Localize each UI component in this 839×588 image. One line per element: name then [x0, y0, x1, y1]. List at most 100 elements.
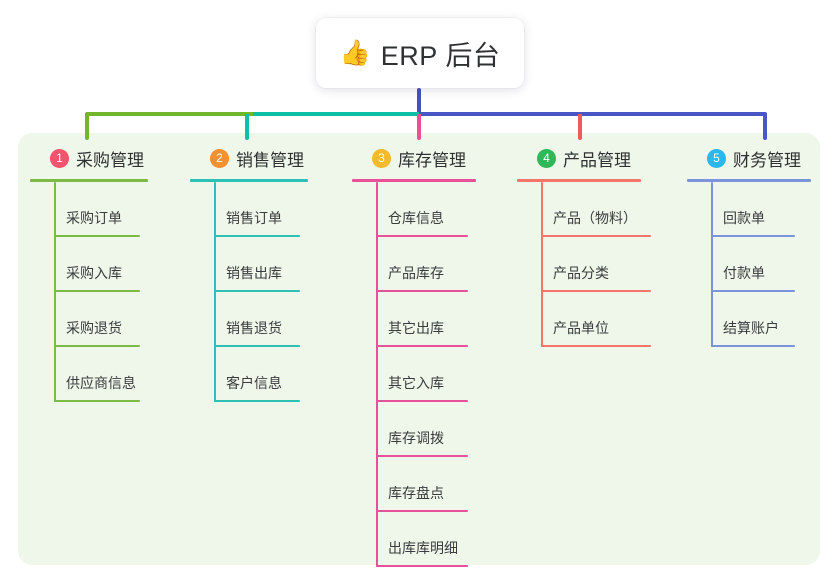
branch-item-underline — [54, 400, 140, 402]
branch-items-4: 产品（物料） 产品分类产品单位 — [517, 182, 687, 347]
branch-column-5: 5 财务管理回款单付款单结算账户 — [687, 145, 839, 347]
branch-item[interactable]: 库存盘点 — [352, 457, 517, 512]
branch-header-1[interactable]: 1 采购管理 — [30, 145, 190, 171]
branch-item-label: 销售退货 — [226, 320, 282, 336]
branch-items-1: 采购订单采购入库采购退货供应商信息 — [30, 182, 190, 402]
drop-line-branch-3 — [417, 114, 421, 140]
branch-item-label: 其它出库 — [388, 320, 444, 336]
branch-column-2: 2 销售管理销售订单销售出库销售退货客户信息 — [190, 145, 350, 402]
branch-item-label: 仓库信息 — [388, 210, 444, 226]
branch-title-1: 采购管理 — [76, 150, 144, 170]
branch-item[interactable]: 销售订单 — [190, 182, 350, 237]
branch-item[interactable]: 回款单 — [687, 182, 839, 237]
branch-item[interactable]: 仓库信息 — [352, 182, 517, 237]
root-stem — [417, 88, 421, 114]
branch-item-label: 结算账户 — [723, 320, 779, 336]
branch-spine-1 — [54, 182, 56, 402]
branch-item[interactable]: 采购订单 — [30, 182, 190, 237]
branch-title-5: 财务管理 — [733, 150, 801, 170]
branch-header-5[interactable]: 5 财务管理 — [687, 145, 839, 171]
branch-item[interactable]: 销售退货 — [190, 292, 350, 347]
branch-item-underline — [376, 565, 468, 567]
branch-header-4[interactable]: 4 产品管理 — [517, 145, 687, 171]
branch-item[interactable]: 产品分类 — [517, 237, 687, 292]
branch-item-underline — [711, 235, 795, 237]
drop-line-branch-4 — [578, 114, 582, 140]
branch-column-4: 4 产品管理产品（物料） 产品分类产品单位 — [517, 145, 687, 347]
branch-item[interactable]: 出库库明细 — [352, 512, 517, 567]
branch-underline-5 — [687, 179, 811, 182]
branch-item[interactable]: 结算账户 — [687, 292, 839, 347]
branch-item[interactable]: 库存调拨 — [352, 402, 517, 457]
branch-item-underline — [54, 235, 140, 237]
branch-item-label: 产品单位 — [553, 320, 609, 336]
branch-item-underline — [54, 290, 140, 292]
branch-item-label: 产品分类 — [553, 265, 609, 281]
thumbs-up-icon: 👍 — [339, 38, 371, 67]
branch-item[interactable]: 付款单 — [687, 237, 839, 292]
branch-badge-2: 2 — [210, 148, 229, 168]
branch-item-underline — [376, 290, 468, 292]
branch-items-2: 销售订单销售出库销售退货客户信息 — [190, 182, 350, 402]
branch-underline-2 — [190, 179, 308, 182]
branch-column-1: 1 采购管理采购订单采购入库采购退货供应商信息 — [30, 145, 190, 402]
branch-item[interactable]: 产品库存 — [352, 237, 517, 292]
branch-badge-3: 3 — [372, 148, 391, 168]
branch-item-underline — [214, 235, 300, 237]
branch-item[interactable]: 其它出库 — [352, 292, 517, 347]
branch-item-underline — [214, 345, 300, 347]
branch-underline-4 — [517, 179, 641, 182]
branch-item-underline — [214, 400, 300, 402]
branch-item-underline — [541, 345, 651, 347]
branches-panel — [18, 133, 820, 565]
branch-item-underline — [376, 345, 468, 347]
branch-badge-4: 4 — [537, 148, 556, 168]
root-title: ERP 后台 — [380, 40, 501, 71]
branch-item-label: 库存调拨 — [388, 430, 444, 446]
branch-item-underline — [541, 235, 651, 237]
branch-item-label: 库存盘点 — [388, 485, 444, 501]
branch-spine-4 — [541, 182, 543, 347]
branch-item[interactable]: 供应商信息 — [30, 347, 190, 402]
branch-title-4: 产品管理 — [563, 150, 631, 170]
branch-spine-2 — [214, 182, 216, 402]
branch-item-underline — [54, 345, 140, 347]
branch-item-label: 供应商信息 — [66, 375, 136, 391]
branch-spine-5 — [711, 182, 713, 347]
root-node[interactable]: 👍 ERP 后台 — [316, 18, 524, 88]
branch-spine-3 — [376, 182, 378, 567]
branch-item-label: 销售出库 — [226, 265, 282, 281]
branch-item[interactable]: 产品（物料） — [517, 182, 687, 237]
branch-badge-5: 5 — [707, 148, 726, 168]
branch-item-underline — [214, 290, 300, 292]
branch-item-label: 采购订单 — [66, 210, 122, 226]
branch-item-label: 付款单 — [723, 265, 765, 281]
branch-item-label: 回款单 — [723, 210, 765, 226]
drop-line-branch-5 — [763, 114, 767, 140]
branch-title-2: 销售管理 — [236, 150, 304, 170]
branch-items-5: 回款单付款单结算账户 — [687, 182, 839, 347]
branch-item-label: 出库库明细 — [388, 540, 458, 556]
branch-item[interactable]: 采购退货 — [30, 292, 190, 347]
branch-underline-1 — [30, 179, 148, 182]
branch-underline-3 — [352, 179, 476, 182]
branch-item[interactable]: 其它入库 — [352, 347, 517, 402]
branch-item[interactable]: 产品单位 — [517, 292, 687, 347]
drop-line-branch-2 — [245, 114, 249, 140]
branch-item-label: 采购入库 — [66, 265, 122, 281]
branch-item[interactable]: 销售出库 — [190, 237, 350, 292]
branch-badge-1: 1 — [50, 148, 69, 168]
branch-item-underline — [376, 235, 468, 237]
connector-segment-green — [85, 112, 253, 116]
branch-item[interactable]: 采购入库 — [30, 237, 190, 292]
branch-item-underline — [376, 510, 468, 512]
branch-item-underline — [376, 455, 468, 457]
branch-item-label: 采购退货 — [66, 320, 122, 336]
branch-item[interactable]: 客户信息 — [190, 347, 350, 402]
branch-header-2[interactable]: 2 销售管理 — [190, 145, 350, 171]
branch-item-label: 其它入库 — [388, 375, 444, 391]
branch-item-underline — [541, 290, 651, 292]
